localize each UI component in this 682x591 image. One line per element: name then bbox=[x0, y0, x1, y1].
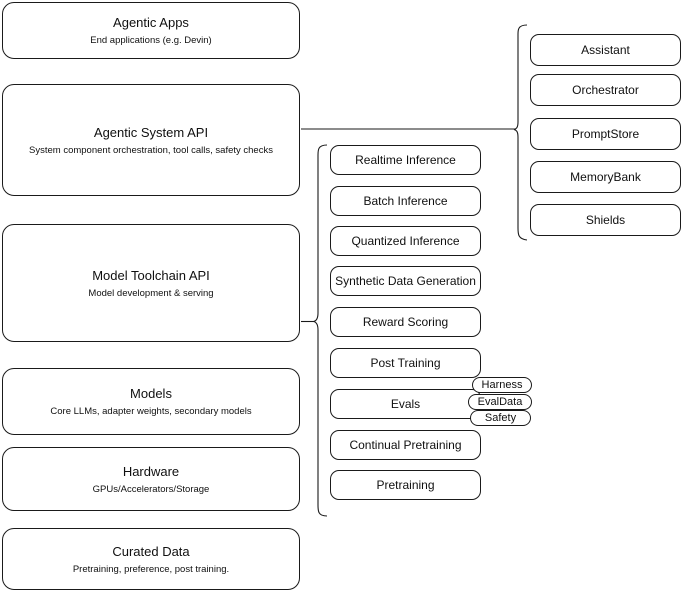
component-shields[interactable]: Shields bbox=[530, 204, 681, 236]
capability-quantized-inference[interactable]: Quantized Inference bbox=[330, 226, 481, 256]
capability-label: Reward Scoring bbox=[362, 315, 449, 329]
layer-subtitle: Model development & serving bbox=[88, 287, 214, 299]
layer-subtitle: System component orchestration, tool cal… bbox=[29, 144, 273, 156]
capability-label: Synthetic Data Generation bbox=[335, 274, 476, 288]
layer-card-agentic-apps[interactable]: Agentic Apps End applications (e.g. Devi… bbox=[2, 2, 300, 59]
capability-realtime-inference[interactable]: Realtime Inference bbox=[330, 145, 481, 175]
capability-pretraining[interactable]: Pretraining bbox=[330, 470, 481, 500]
capability-label: Realtime Inference bbox=[355, 153, 456, 167]
layer-card-hardware[interactable]: Hardware GPUs/Accelerators/Storage bbox=[2, 447, 300, 511]
layer-subtitle: GPUs/Accelerators/Storage bbox=[92, 483, 210, 495]
layer-card-agentic-system-api[interactable]: Agentic System API System component orch… bbox=[2, 84, 300, 196]
capability-label: Post Training bbox=[370, 356, 441, 370]
layer-title: Models bbox=[130, 386, 172, 401]
system-components-brace bbox=[513, 24, 528, 241]
component-assistant[interactable]: Assistant bbox=[530, 34, 681, 66]
badge-label: Harness bbox=[481, 378, 523, 391]
capability-reward-scoring[interactable]: Reward Scoring bbox=[330, 307, 481, 337]
capability-label: Continual Pretraining bbox=[349, 438, 462, 452]
capability-label: Batch Inference bbox=[363, 194, 448, 208]
badge-label: Safety bbox=[484, 411, 517, 424]
layer-card-models[interactable]: Models Core LLMs, adapter weights, secon… bbox=[2, 368, 300, 435]
capability-label: Quantized Inference bbox=[351, 234, 460, 248]
toolchain-capabilities-brace bbox=[313, 144, 328, 517]
layer-card-curated-data[interactable]: Curated Data Pretraining, preference, po… bbox=[2, 528, 300, 590]
capability-evals[interactable]: Evals bbox=[330, 389, 481, 419]
layer-title: Hardware bbox=[122, 463, 180, 479]
component-orchestrator[interactable]: Orchestrator bbox=[530, 74, 681, 106]
component-label: Orchestrator bbox=[572, 83, 639, 97]
layer-subtitle: End applications (e.g. Devin) bbox=[90, 35, 212, 46]
layer-title: Curated Data bbox=[112, 543, 190, 559]
component-label: Assistant bbox=[581, 43, 630, 57]
component-label: PromptStore bbox=[571, 127, 640, 141]
capability-continual-pretraining[interactable]: Continual Pretraining bbox=[330, 430, 481, 460]
layer-title: Model Toolchain API bbox=[92, 267, 210, 283]
layer-subtitle: Pretraining, preference, post training. bbox=[72, 563, 230, 575]
component-promptstore[interactable]: PromptStore bbox=[530, 118, 681, 150]
capability-label: Pretraining bbox=[376, 478, 435, 492]
capability-post-training[interactable]: Post Training bbox=[330, 348, 481, 378]
evals-badge-safety[interactable]: Safety bbox=[470, 410, 531, 426]
evals-badge-evaldata[interactable]: EvalData bbox=[468, 394, 532, 410]
layer-card-model-toolchain-api[interactable]: Model Toolchain API Model development & … bbox=[2, 224, 300, 342]
layer-title: Agentic Apps bbox=[113, 15, 189, 30]
capability-synthetic-data-generation[interactable]: Synthetic Data Generation bbox=[330, 266, 481, 296]
badge-label: EvalData bbox=[477, 395, 523, 408]
evals-badge-harness[interactable]: Harness bbox=[472, 377, 532, 393]
capability-batch-inference[interactable]: Batch Inference bbox=[330, 186, 481, 216]
component-memorybank[interactable]: MemoryBank bbox=[530, 161, 681, 193]
capability-label: Evals bbox=[390, 397, 421, 411]
component-label: MemoryBank bbox=[570, 170, 641, 184]
layer-subtitle: Core LLMs, adapter weights, secondary mo… bbox=[50, 406, 252, 417]
layer-title: Agentic System API bbox=[93, 124, 209, 140]
component-label: Shields bbox=[585, 213, 626, 227]
